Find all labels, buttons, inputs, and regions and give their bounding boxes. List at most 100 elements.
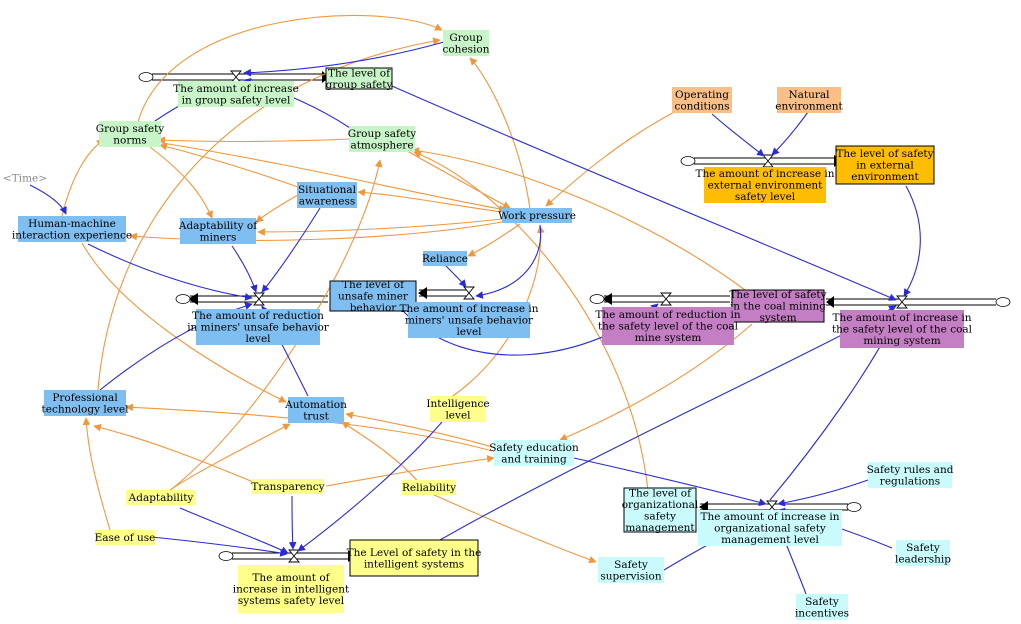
node-box (238, 565, 344, 613)
node-box (698, 510, 842, 546)
link-time-to-hmi (29, 184, 67, 215)
node-label: in group safety level (182, 94, 291, 106)
cloud-icon (995, 297, 1011, 307)
node-box (896, 540, 950, 566)
node-label: The amount of reduction in (595, 309, 740, 321)
flow-arrowhead (826, 296, 834, 308)
node-label: incentives (795, 607, 849, 619)
node-label: mine system (635, 332, 702, 344)
node-label: mining system (863, 335, 940, 347)
node-label: The level of (629, 487, 692, 499)
node-box (502, 208, 572, 223)
node-label: Safety education (489, 442, 579, 454)
link-hmi-to-automation (81, 242, 287, 403)
flow-arrowhead (188, 293, 198, 305)
node-reliability: Reliability (402, 480, 456, 495)
node-label: Safety (805, 596, 839, 608)
node-label: The level of (342, 279, 405, 291)
node-box (868, 462, 952, 488)
link-workpressure-to-hmi (129, 221, 503, 241)
node-time: <Time> (3, 173, 47, 185)
node-box (325, 67, 393, 90)
node-label: Group safety (348, 128, 417, 140)
node-label: safety (644, 510, 676, 522)
node-label: behavior (350, 302, 398, 314)
link-norms-to-adaptability (149, 146, 213, 219)
node-box (18, 216, 126, 242)
node-label: technology level (42, 403, 130, 415)
node-label: level (456, 326, 482, 338)
node-label: Ease of use (95, 532, 156, 544)
node-label: the safety level of the coal (832, 324, 973, 336)
node-box (840, 310, 964, 348)
link-hmi-to-reduction (87, 243, 253, 301)
link-adaptability-to-automation (169, 423, 291, 491)
node-label: The level of (328, 67, 391, 79)
node-box (704, 167, 826, 203)
node-label: miners' unsafe behavior (405, 315, 534, 327)
node-box (672, 87, 732, 113)
node-box (329, 280, 417, 312)
link-reliability-to-supervision (431, 493, 597, 564)
cloud-icon (175, 294, 191, 304)
node-label: environment (775, 100, 843, 112)
node-label: management level (721, 534, 819, 546)
node-label: The amount of increase in (399, 303, 538, 315)
link-workpressure-to-adaptability (257, 218, 503, 236)
causal-links (29, 14, 921, 595)
node-label: norms (113, 134, 146, 146)
flow-pipe-intelligent (232, 552, 348, 560)
node-label: Human-machine (28, 218, 116, 230)
node-label: group safety (326, 79, 393, 91)
node-label: Safety rules and (867, 464, 954, 476)
node-box (623, 487, 697, 533)
node-box (835, 145, 935, 185)
link-norms-to-workpressure (161, 142, 507, 213)
node-increase-org: The amount of increase inorganizational … (698, 510, 842, 546)
link-workpressure-to-reliance (467, 223, 521, 257)
node-label: <Time> (3, 173, 47, 185)
flow-arrowhead (418, 287, 427, 299)
link-cohesion-to-increase-group (243, 41, 445, 77)
link-adaptability-to-increase-intelligent (179, 507, 289, 554)
link-norms-to-cohesion (137, 14, 443, 123)
link-group-level-to-coal-increase (391, 85, 897, 301)
node-box (126, 490, 196, 505)
node-label: trust (303, 410, 329, 422)
link-operating-to-increase-external (711, 113, 765, 157)
cloud-icon (680, 156, 696, 166)
node-label: interaction experience (12, 229, 132, 241)
node-label: atmosphere (350, 139, 413, 151)
node-label: Group safety (96, 123, 165, 135)
node-label: unsafe miner (338, 291, 409, 303)
link-easeofuse-to-professional (82, 417, 111, 531)
link-situational-to-norms (159, 142, 299, 188)
node-label: Transparency (251, 481, 324, 493)
link-transparency-to-increase-intelligent (288, 495, 297, 550)
valve-icon (253, 292, 265, 306)
node-adaptability: Adaptability (126, 490, 196, 505)
node-label: management (625, 522, 695, 534)
node-box (252, 479, 324, 494)
cloud-icon (218, 551, 234, 561)
node-label: and training (501, 453, 567, 465)
cloud-icon (138, 72, 154, 82)
node-box (178, 81, 294, 107)
link-transparency-to-professional (93, 423, 259, 485)
link-situational-to-reduction (261, 207, 321, 293)
node-label: awareness (299, 195, 356, 207)
node-box (602, 307, 734, 345)
